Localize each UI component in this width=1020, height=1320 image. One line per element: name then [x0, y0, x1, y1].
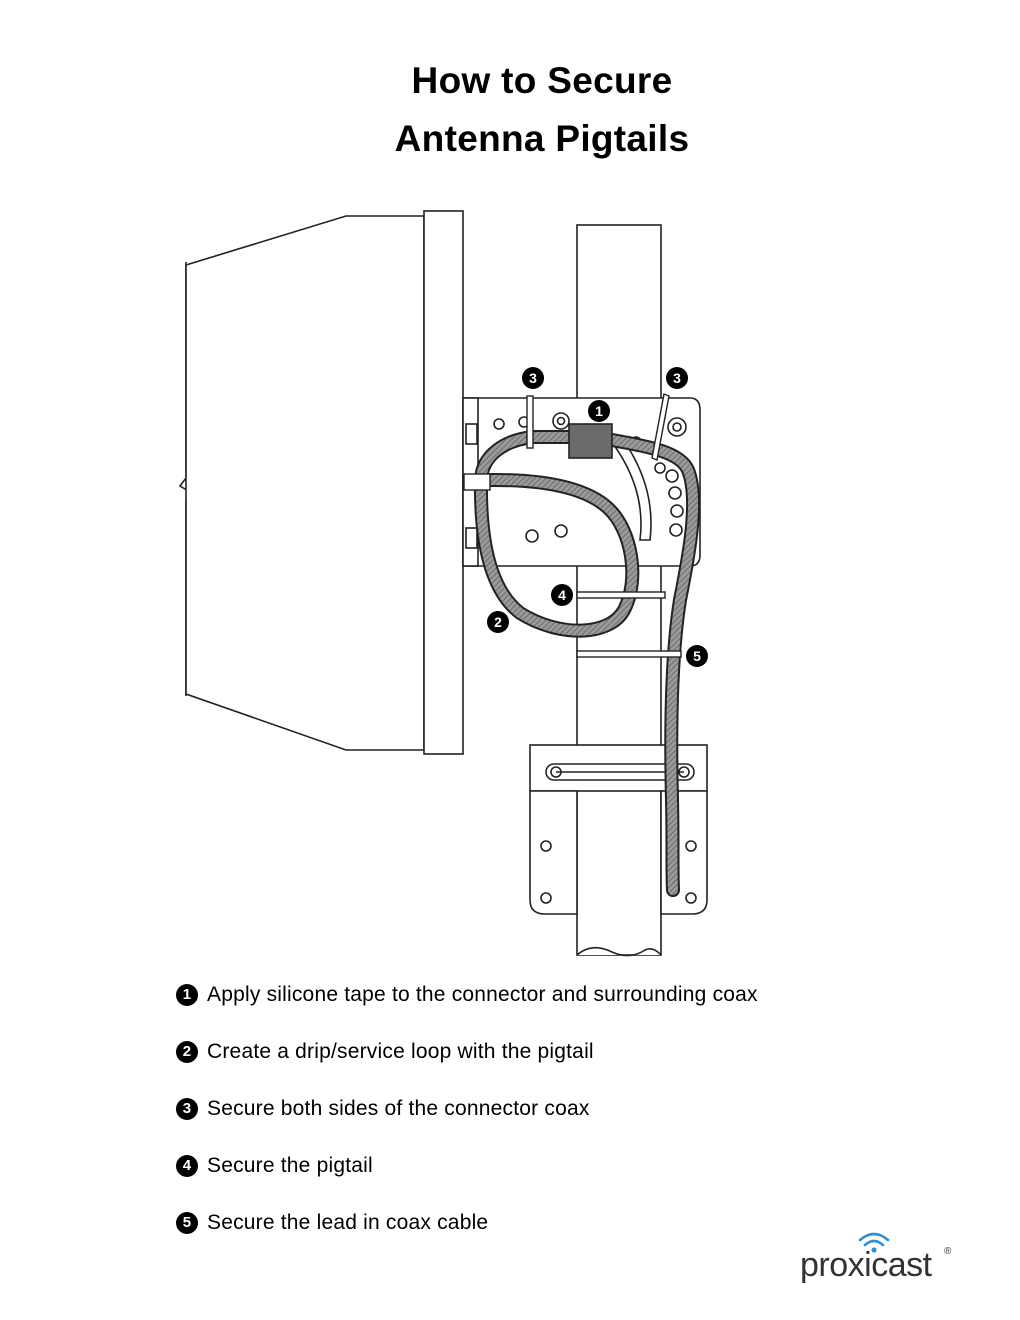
svg-text:5: 5: [693, 648, 701, 664]
antenna-mount-diagram: 1 2 3 3 4 5: [178, 210, 708, 957]
callout-4: 4: [551, 584, 573, 606]
registered-mark: ®: [944, 1246, 952, 1257]
step-number-badge: 5: [176, 1212, 198, 1234]
step-4: 4 Secure the pigtail: [176, 1151, 976, 1208]
callout-3-left: 3: [522, 367, 544, 389]
step-text: Secure the lead in coax cable: [207, 1211, 489, 1234]
instruction-list: 1 Apply silicone tape to the connector a…: [176, 980, 976, 1265]
callout-1: 1: [588, 400, 610, 422]
step-number-badge: 1: [176, 984, 198, 1006]
svg-text:3: 3: [673, 370, 681, 386]
logo-wordmark: proxicast: [800, 1246, 932, 1284]
step-number-badge: 4: [176, 1155, 198, 1177]
step-5: 5 Secure the lead in coax cable: [176, 1208, 976, 1265]
callout-2: 2: [487, 611, 509, 633]
callout-5: 5: [686, 645, 708, 667]
title-line-2: Antenna Pigtails: [394, 118, 690, 159]
cable-ties: [526, 393, 682, 658]
title-line-1: How to Secure: [411, 60, 673, 101]
coax-cables: [471, 430, 701, 897]
step-3: 3 Secure both sides of the connector coa…: [176, 1094, 976, 1151]
wifi-signal-icon: [858, 1232, 890, 1253]
svg-text:3: 3: [529, 370, 537, 386]
connector-plug: [463, 473, 491, 491]
mounting-pole: [576, 224, 662, 957]
step-text: Secure both sides of the connector coax: [207, 1097, 590, 1120]
page-title: How to Secure Antenna Pigtails: [0, 52, 1020, 168]
step-text: Create a drip/service loop with the pigt…: [207, 1040, 594, 1063]
proxicast-logo: proxicast ®: [798, 1228, 968, 1290]
step-1: 1 Apply silicone tape to the connector a…: [176, 980, 976, 1037]
step-number-badge: 2: [176, 1041, 198, 1063]
step-text: Apply silicone tape to the connector and…: [207, 983, 758, 1006]
antenna-panel: [178, 210, 464, 755]
svg-text:2: 2: [494, 614, 502, 630]
taped-connector: [568, 423, 613, 459]
svg-text:1: 1: [595, 403, 603, 419]
step-text: Secure the pigtail: [207, 1154, 373, 1177]
svg-text:4: 4: [558, 587, 566, 603]
step-number-badge: 3: [176, 1098, 198, 1120]
step-2: 2 Create a drip/service loop with the pi…: [176, 1037, 976, 1094]
callout-3-right: 3: [666, 367, 688, 389]
